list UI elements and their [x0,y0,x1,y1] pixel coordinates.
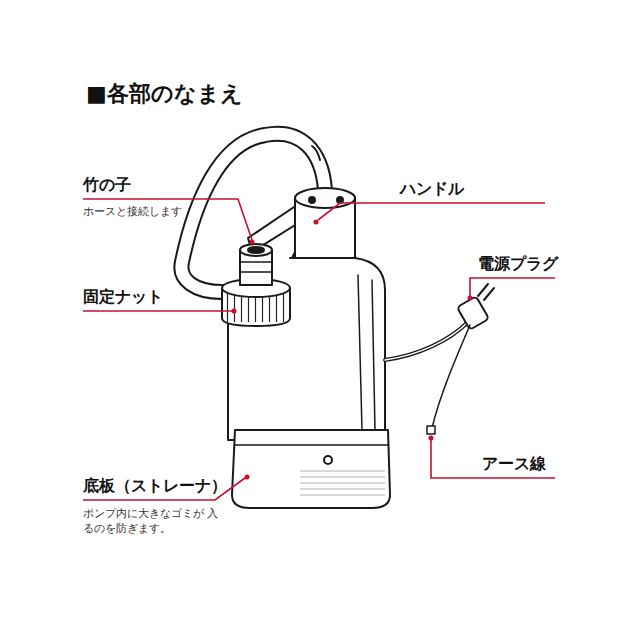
diagram-title: ■各部のなまえ [86,80,243,108]
part-name: 底板（ストレーナ） [83,476,227,496]
leader-lines [83,199,555,500]
part-name: 固定ナット [83,287,163,307]
leader-dots [232,220,473,480]
part-name: アース線 [482,454,546,474]
part-note: ポンプ内に大きなゴミが 入るのを防ぎます。 [83,506,223,537]
part-note: ホースと接続します [83,205,182,219]
part-name: ハンドル [400,179,464,199]
part-name: 竹の子 [83,175,131,195]
part-name: 電源プラグ [478,254,558,274]
pump-outline [181,134,494,508]
